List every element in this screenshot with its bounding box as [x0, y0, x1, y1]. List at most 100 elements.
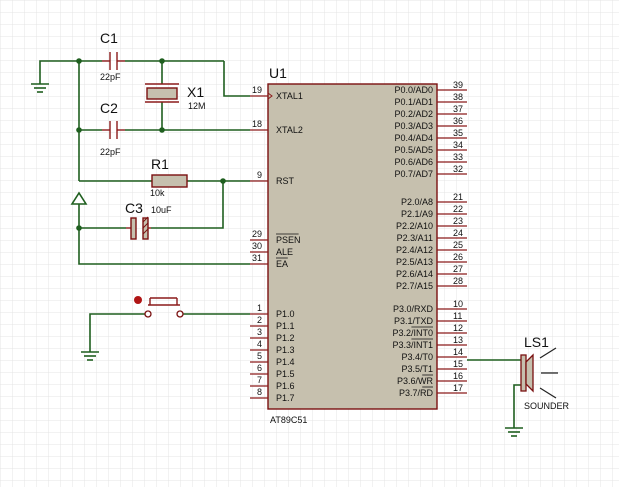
pin-name: P2.3/A11: [397, 233, 433, 243]
chip-pin-left[interactable]: 1P1.0: [250, 303, 295, 319]
capacitor-c2[interactable]: C2 22pF: [100, 100, 125, 157]
pin-number: 13: [453, 335, 463, 345]
chip-pin-left[interactable]: 4P1.3: [250, 339, 295, 355]
pin-number: 39: [453, 80, 463, 90]
pin-name: P1.6: [276, 381, 295, 391]
chip-part-label: AT89C51: [270, 415, 307, 425]
chip-body[interactable]: [267, 83, 438, 410]
pin-number: 15: [453, 359, 463, 369]
pin-number: 4: [257, 339, 262, 349]
r1-ref-label: R1: [151, 156, 169, 172]
wires: [39, 60, 521, 420]
pin-name: P1.7: [276, 393, 295, 403]
sounder-ls1[interactable]: LS1 SOUNDER: [520, 334, 570, 411]
pin-name: PSEN: [276, 235, 301, 245]
pin-number: 36: [453, 116, 463, 126]
pin-name: P2.0/A8: [401, 197, 433, 207]
pin-name: P2.1/A9: [401, 209, 433, 219]
pin-name: P3.4/T0: [401, 352, 433, 362]
pin-name: P2.6/A14: [396, 269, 433, 279]
pin-name: P1.2: [276, 333, 295, 343]
pin-name: P2.5/A13: [396, 257, 433, 267]
chip-pin-left[interactable]: 8P1.7: [250, 387, 295, 403]
pin-name: P3.6/WR: [397, 376, 434, 386]
resistor-r1[interactable]: R1 10k: [150, 156, 188, 198]
pin-number: 27: [453, 264, 463, 274]
pin-number: 9: [257, 170, 262, 180]
pin-number: 35: [453, 128, 463, 138]
pin-name: P3.7/RD: [399, 388, 434, 398]
chip-pin-left[interactable]: 3P1.2: [250, 327, 295, 343]
c2-ref-label: C2: [100, 100, 118, 116]
pin-name: P0.2/AD2: [394, 109, 433, 119]
c1-ref-label: C1: [100, 30, 118, 46]
pin-name: P1.3: [276, 345, 295, 355]
pin-name: P3.0/RXD: [393, 304, 434, 314]
pin-name: P1.0: [276, 309, 295, 319]
pin-name: P2.4/A12: [396, 245, 433, 255]
pin-name: P2.7/A15: [396, 281, 433, 291]
pin-number: 7: [257, 375, 262, 385]
pin-name: P0.4/AD4: [394, 133, 433, 143]
pin-number: 25: [453, 240, 463, 250]
pin-name: P1.4: [276, 357, 295, 367]
microcontroller-u1[interactable]: U1 AT89C51 19XTAL118XTAL29RST29PSEN30ALE…: [250, 65, 467, 425]
ground-symbol-switch: [81, 344, 99, 361]
crystal-x1[interactable]: X1 12M: [145, 83, 206, 111]
chip-pin-left[interactable]: 6P1.5: [250, 363, 295, 379]
pin-name: ALE: [276, 247, 293, 257]
pin-number: 23: [453, 216, 463, 226]
chip-left-pins: 19XTAL118XTAL29RST29PSEN30ALE31EA1P1.02P…: [250, 85, 303, 403]
pin-number: 22: [453, 204, 463, 214]
chip-pin-left[interactable]: 2P1.1: [250, 315, 295, 331]
capacitor-c1[interactable]: C1 22pF: [100, 30, 125, 82]
c1-value-label: 22pF: [100, 72, 121, 82]
pin-number: 1: [257, 303, 262, 313]
pin-number: 17: [453, 383, 463, 393]
pin-number: 10: [453, 299, 463, 309]
pin-number: 8: [257, 387, 262, 397]
ls1-value-label: SOUNDER: [524, 401, 570, 411]
chip-pin-left[interactable]: 5P1.4: [250, 351, 295, 367]
x1-value-label: 12M: [188, 101, 206, 111]
capacitor-c3[interactable]: C3 10uF: [125, 200, 172, 240]
pin-name: XTAL2: [276, 125, 303, 135]
pin-number: 31: [252, 253, 262, 263]
pin-number: 32: [453, 164, 463, 174]
button-cap-icon[interactable]: [134, 296, 142, 304]
ls1-ref-label: LS1: [524, 334, 549, 350]
pushbutton-switch[interactable]: [134, 296, 184, 318]
pin-name: P1.5: [276, 369, 295, 379]
chip-pin-left[interactable]: 7P1.6: [250, 375, 295, 391]
